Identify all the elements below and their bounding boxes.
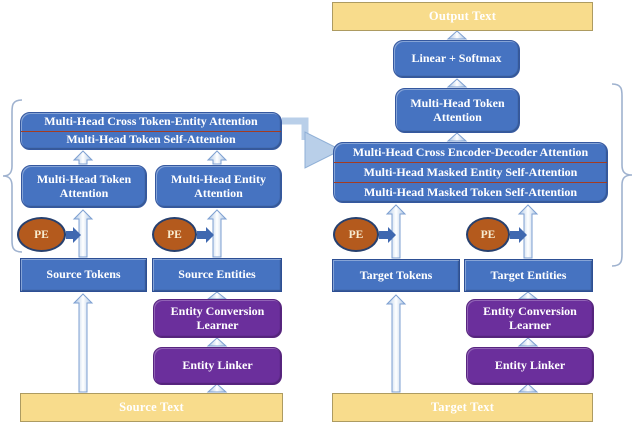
encoder-cross-attention-label: Multi-Head Cross Token-Entity Attention	[44, 113, 258, 128]
encoder-to-decoder-arrowhead	[304, 131, 343, 169]
decoder-attention-stack: Multi-Head Cross Encoder-Decoder Attenti…	[333, 142, 608, 203]
encoder-token-pe-badge: PE	[17, 217, 66, 252]
decoder-masked-entity-attention-label: Multi-Head Masked Entity Self-Attention	[334, 162, 607, 182]
target-text-box: Target Text	[332, 393, 593, 422]
arrow-decoder-stack-to-token-attention	[446, 132, 468, 142]
arrow-source-text-to-entity-linker	[206, 383, 228, 393]
linear-softmax-box: Linear + Softmax	[393, 40, 520, 78]
decoder-token-pe-badge: PE	[333, 217, 379, 252]
arrow-source-tokens-to-token-attention	[72, 209, 94, 258]
arrow-token-attention-to-encoder-stack	[72, 150, 94, 165]
arrow-target-entities-to-decoder-stack	[517, 204, 539, 259]
output-text-box: Output Text	[332, 2, 593, 31]
encoder-entity-attention-box: Multi-Head Entity Attention	[155, 165, 282, 208]
arrow-source-entities-to-entity-attention	[206, 209, 228, 258]
decoder-entity-linker-box: Entity Linker	[466, 347, 594, 385]
arrow-pe-to-source-tokens	[66, 227, 81, 243]
arrow-entity-attention-to-encoder-stack	[206, 150, 228, 165]
arrow-pe-to-target-tokens	[379, 227, 396, 243]
encoder-entity-conversion-learner-box: Entity Conversion Learner	[153, 299, 282, 338]
arrow-linear-softmax-to-output-text	[446, 30, 468, 40]
encoder-entity-linker-box: Entity Linker	[153, 347, 282, 385]
arrow-token-attention-to-linear-softmax	[446, 78, 468, 88]
encoder-to-decoder-elbow	[282, 117, 309, 140]
decoder-token-attention-box: Multi-Head Token Attention	[395, 88, 520, 133]
encoder-attention-stack: Multi-Head Cross Token-Entity Attention …	[20, 112, 282, 150]
arrow-target-tokens-to-decoder-stack	[385, 204, 407, 259]
encoder-self-attention-label: Multi-Head Token Self-Attention	[21, 130, 281, 150]
arrow-target-text-to-target-tokens	[385, 294, 407, 393]
arrow-source-text-to-source-tokens	[72, 293, 94, 393]
source-entities-box: Source Entities	[152, 258, 282, 292]
arrow-pe-to-source-entities	[197, 227, 214, 243]
decoder-entity-conversion-learner-box: Entity Conversion Learner	[466, 299, 594, 338]
encoder-entity-pe-badge: PE	[152, 217, 197, 252]
left-brace-icon	[2, 99, 23, 253]
arrow-pe-to-target-entities	[510, 227, 527, 243]
right-brace-icon	[611, 83, 633, 267]
arrow-conversion-learner-to-target-entities	[517, 291, 539, 300]
decoder-entity-pe-badge: PE	[466, 217, 510, 252]
arrow-entity-linker-to-conversion-learner-dec	[517, 337, 539, 347]
source-tokens-box: Source Tokens	[20, 258, 147, 292]
arrow-conversion-learner-to-source-entities	[206, 291, 228, 300]
arrow-target-text-to-entity-linker	[517, 383, 539, 393]
encoder-token-attention-box: Multi-Head Token Attention	[21, 165, 147, 208]
source-text-box: Source Text	[20, 393, 283, 422]
target-entities-box: Target Entities	[464, 259, 593, 292]
target-tokens-box: Target Tokens	[332, 259, 460, 292]
decoder-cross-attention-label: Multi-Head Cross Encoder-Decoder Attenti…	[352, 144, 589, 159]
arrow-entity-linker-to-conversion-learner	[206, 337, 228, 347]
decoder-masked-token-attention-label: Multi-Head Masked Token Self-Attention	[334, 182, 607, 202]
